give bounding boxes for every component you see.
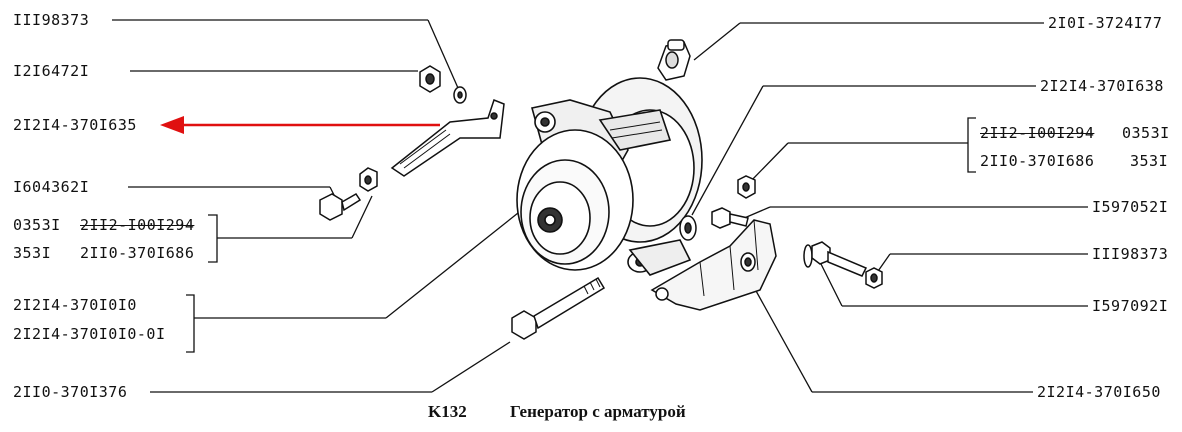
part-label: 2I0I-3724I77 — [1048, 14, 1163, 32]
leader-r2-diag — [691, 85, 764, 216]
figure-code: K132 — [428, 402, 467, 421]
leader-l1-diag — [427, 19, 459, 89]
part-label-struck: 2II2-I00I294 — [980, 124, 1095, 142]
long-bolt-icon — [511, 276, 606, 340]
part-label: III98373 — [13, 11, 90, 29]
mounting-bracket-icon — [650, 219, 777, 311]
part-label: 2II0-370I686 — [80, 244, 195, 262]
part-label: I2I6472I — [13, 62, 90, 80]
part-label: 2II0-370I686 — [980, 152, 1095, 170]
washer-icon — [453, 86, 467, 104]
part-label: III98373 — [1092, 245, 1169, 263]
part-label-highlighted: 2I2I4-370I635 — [13, 116, 137, 134]
leader-l6-diag — [385, 212, 519, 319]
part-label: 2I2I4-370I0I0 — [13, 296, 137, 314]
leader-r3-diag — [747, 142, 789, 185]
leader-r7-diag — [749, 279, 813, 393]
part-label: I604362I — [13, 178, 90, 196]
alternator-icon — [516, 77, 703, 276]
washer-icon — [803, 244, 813, 268]
part-label: 2II0-370I376 — [13, 383, 128, 401]
part-label: 2I2I4-370I638 — [1040, 77, 1164, 95]
bracket-r3 — [967, 117, 976, 173]
leader-l5-diag — [351, 195, 373, 239]
bolt-icon — [319, 193, 362, 221]
nut-icon — [865, 267, 883, 289]
highlight-arrow — [160, 116, 440, 134]
tension-bracket-icon — [390, 99, 505, 177]
part-label: 0353I — [13, 216, 61, 234]
leader-l7-diag — [431, 341, 511, 393]
part-label-struck: 2II2-I00I294 — [80, 216, 195, 234]
bracket-l6 — [186, 294, 195, 353]
part-label: 353I — [13, 244, 52, 262]
bracket-l5 — [208, 214, 218, 263]
part-label: 353I — [1130, 152, 1169, 170]
figure-title: Генератор с арматурой — [510, 402, 686, 421]
nut-icon — [419, 65, 441, 93]
connector-cap-icon — [657, 39, 691, 81]
part-label: 2I2I4-370I650 — [1037, 383, 1161, 401]
leader-r1-diag — [693, 22, 741, 61]
part-label: I597052I — [1092, 198, 1169, 216]
part-label: 0353I — [1122, 124, 1170, 142]
bolt-icon — [811, 241, 868, 277]
part-label: I597092I — [1092, 297, 1169, 315]
part-label: 2I2I4-370I0I0-0I — [13, 325, 166, 343]
nut-icon — [359, 167, 378, 192]
bolt-icon — [711, 207, 749, 229]
spacer-bushing-icon — [679, 215, 697, 241]
nut-icon — [737, 175, 756, 199]
